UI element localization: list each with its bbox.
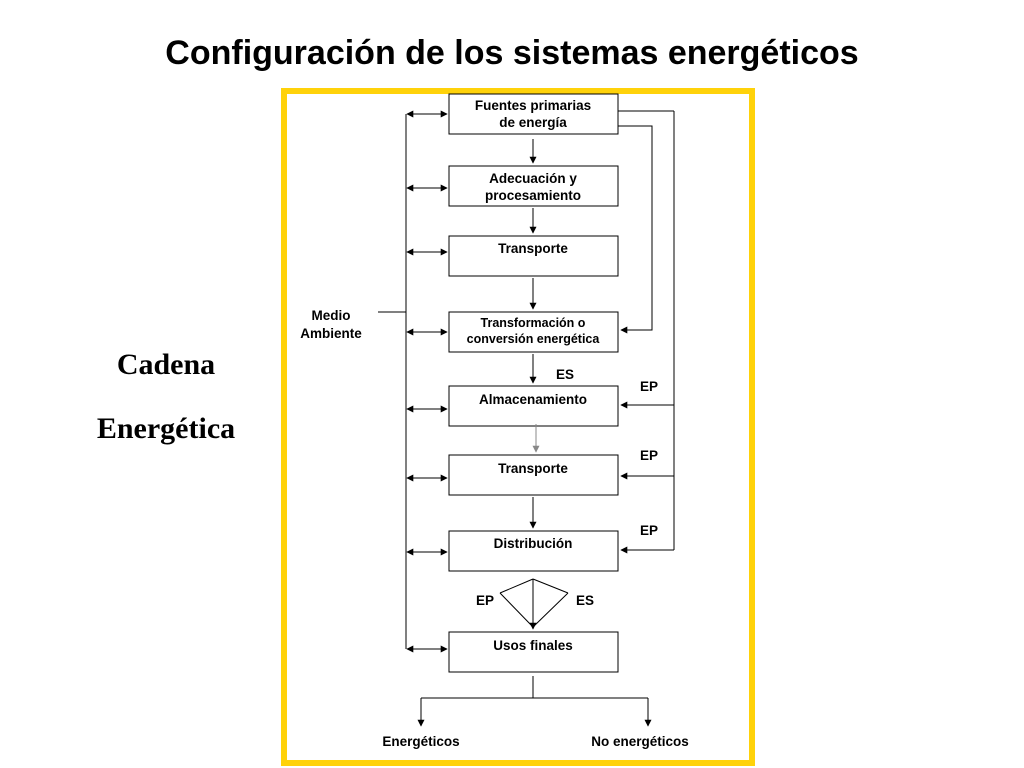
side-label-line1: Cadena [116, 348, 216, 381]
box-transporte-1-label: Transporte [498, 241, 568, 256]
box-almacenamiento: Almacenamiento [448, 385, 619, 427]
output-energeticos: Energéticos [382, 734, 459, 749]
right-feedback-lines [618, 110, 675, 554]
tag-ep-transporte: EP [640, 448, 658, 463]
diagram-frame [281, 88, 755, 766]
box-transformacion: Transformación o conversión energética [448, 311, 619, 353]
box-fuentes-line1: Fuentes primarias [475, 98, 591, 113]
box-transporte-2: Transporte [448, 454, 619, 496]
box-adecuacion-line2: procesamiento [485, 188, 581, 203]
box-transformacion-line1: Transformación o [481, 316, 586, 330]
box-fuentes-line2: de energía [499, 115, 567, 130]
box-adecuacion-line1: Adecuación y [489, 171, 577, 186]
box-transporte-2-label: Transporte [498, 461, 568, 476]
box-adecuacion: Adecuación y procesamiento [448, 165, 619, 207]
tag-ep-split: EP [476, 593, 494, 608]
box-fuentes: Fuentes primarias de energía [448, 93, 619, 135]
box-distribucion: Distribución [448, 530, 619, 572]
box-distribucion-label: Distribución [494, 536, 573, 551]
split-triangle [499, 578, 569, 630]
chain-arrows [529, 139, 540, 529]
environment-label-line1: Medio [312, 308, 351, 323]
environment-bus [378, 110, 448, 653]
box-almacenamiento-label: Almacenamiento [479, 392, 587, 407]
environment-label-line2: Ambiente [300, 326, 362, 341]
box-usos-finales: Usos finales [448, 631, 619, 673]
box-usos-finales-label: Usos finales [493, 638, 573, 653]
box-transporte-1: Transporte [448, 235, 619, 277]
side-label-line2: Energética [96, 412, 236, 445]
output-branch [417, 676, 652, 727]
page-title: Configuración de los sistemas energético… [165, 34, 859, 72]
tag-ep-distribucion: EP [640, 523, 658, 538]
box-transformacion-line2: conversión energética [467, 332, 601, 346]
tag-es-split: ES [576, 593, 594, 608]
tag-ep-almacenamiento: EP [640, 379, 658, 394]
tag-es-transformacion: ES [556, 367, 574, 382]
output-no-energeticos: No energéticos [591, 734, 689, 749]
